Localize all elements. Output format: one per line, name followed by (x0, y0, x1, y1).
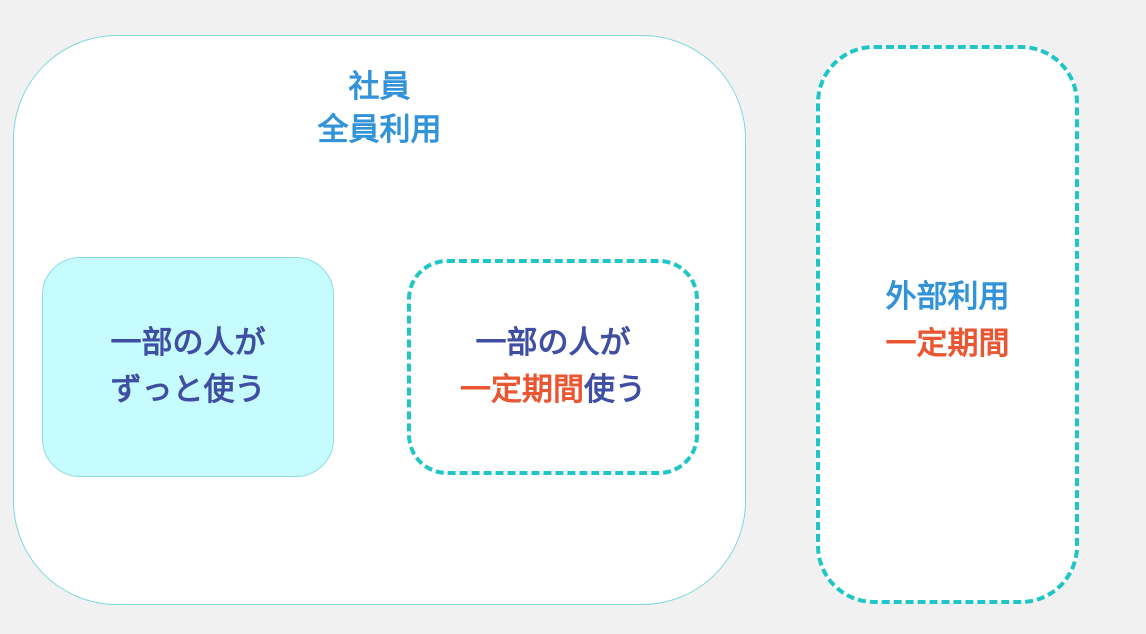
employee-area-title: 社員 全員利用 (318, 66, 442, 152)
external-area-line2: 一定期間 (885, 325, 1010, 362)
external-area-line1: 外部利用 (885, 278, 1010, 315)
employee-title-line1: 社員 (348, 69, 411, 105)
temporary-users-line1: 一部の人が (475, 325, 631, 361)
external-area: 外部利用 一定期間 (816, 45, 1079, 604)
employee-title-line2: 全員利用 (317, 112, 442, 148)
temporary-users-period: 一定期間 (460, 372, 584, 408)
temporary-users-box: 一部の人が 一定期間使う (407, 259, 699, 475)
permanent-users-box: 一部の人が ずっと使う (42, 257, 334, 477)
temporary-users-line2: 一定期間使う (460, 367, 646, 414)
permanent-users-line2: ずっと使う (110, 372, 266, 408)
permanent-users-line1: 一部の人が (110, 325, 266, 361)
temporary-users-use: 使う (584, 372, 646, 408)
